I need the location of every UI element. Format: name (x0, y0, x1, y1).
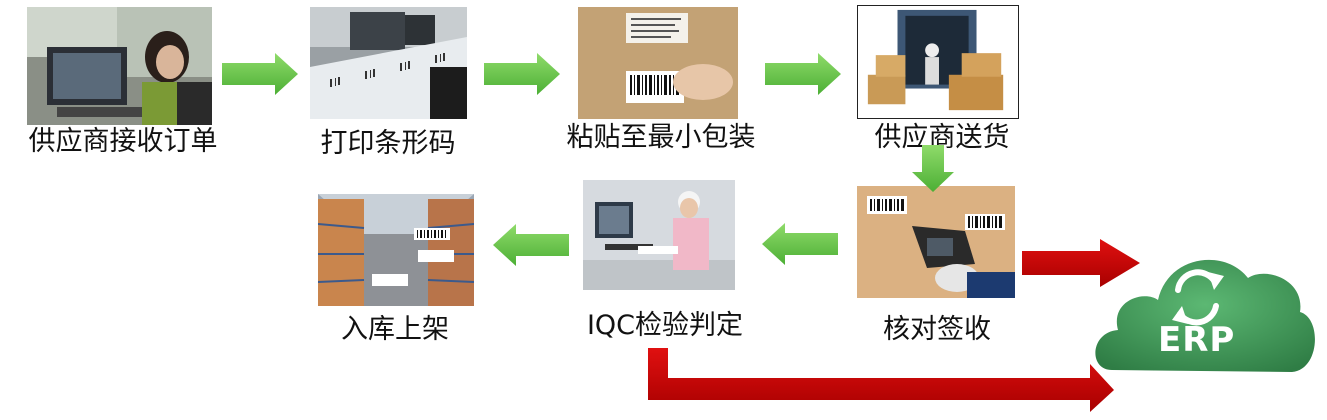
arrow-to-erp-lower (648, 348, 1114, 412)
supplier-delivery-photo (857, 5, 1019, 119)
arrow-to-erp-upper (1022, 239, 1140, 287)
step-label-warehousing: 入库上架 (341, 314, 449, 345)
verify-sign-photo (857, 186, 1015, 298)
arrow-right-3 (765, 53, 841, 95)
step-label-print-barcode: 打印条形码 (320, 128, 456, 159)
arrow-left-1 (762, 223, 838, 265)
iqc-inspection-photo (583, 180, 735, 290)
step-label-iqc: IQC检验判定 (586, 310, 744, 341)
step-label-attach-label: 粘贴至最小包装 (566, 122, 756, 153)
step-label-verify-sign: 核对签收 (883, 314, 991, 345)
arrow-left-2 (493, 224, 569, 266)
arrow-right-1 (222, 53, 298, 95)
warehouse-shelving-photo (318, 194, 474, 306)
arrow-right-2 (484, 53, 560, 95)
erp-label: ERP (1158, 320, 1236, 360)
attach-label-photo (578, 7, 738, 119)
print-barcode-photo (310, 7, 467, 119)
erp-cloud (1095, 259, 1315, 372)
arrow-down (912, 145, 954, 192)
supplier-receive-order-photo (27, 7, 212, 125)
step-label-receive-order: 供应商接收订单 (28, 126, 218, 157)
